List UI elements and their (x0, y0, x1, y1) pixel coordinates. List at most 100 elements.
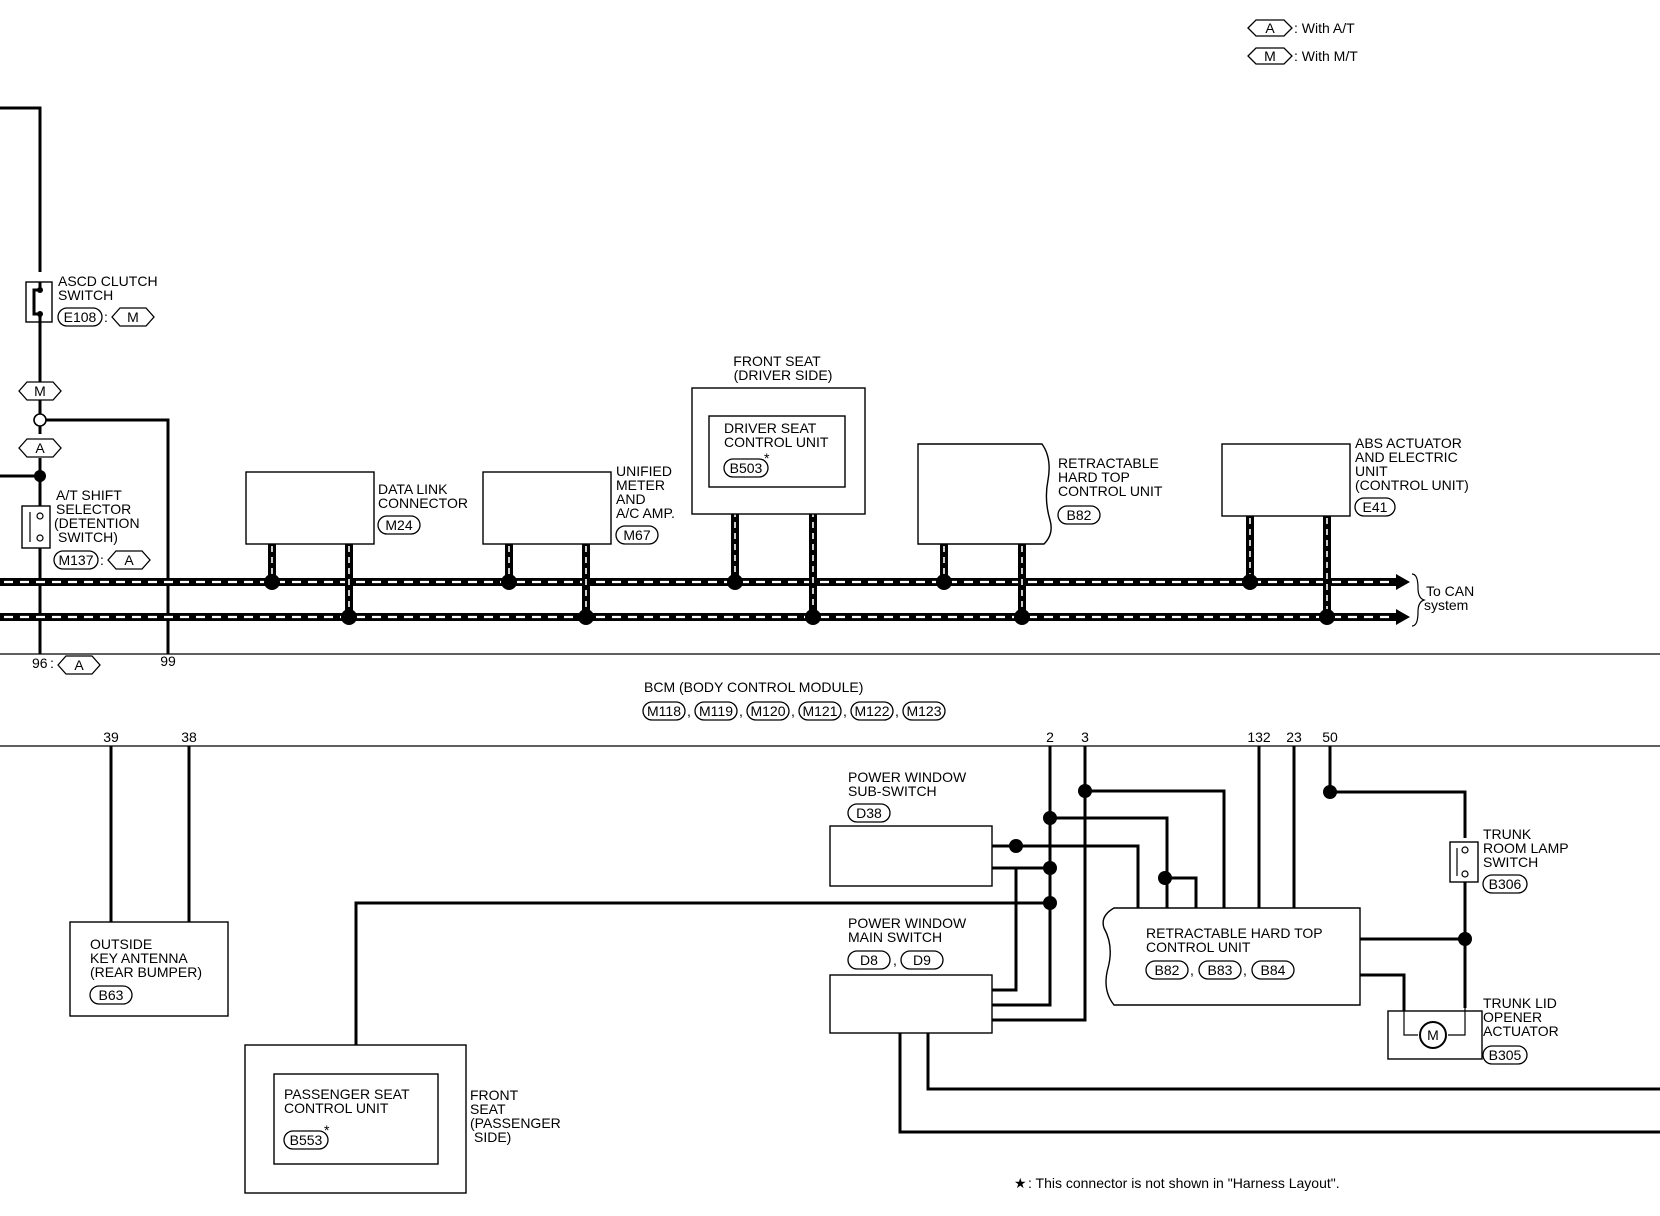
retractable-top-upper: RETRACTABLE HARD TOP CONTROL UNIT B82 (917, 443, 1163, 545)
trunk-lid-line1: TRUNK LID (1483, 995, 1557, 1011)
bcm-title: BCM (BODY CONTROL MODULE) (644, 679, 863, 695)
retractable-upper-line1: RETRACTABLE (1058, 455, 1159, 471)
footnote-text: : This connector is not shown in "Harnes… (1028, 1175, 1340, 1191)
junction-badge-a: A (35, 440, 45, 456)
key-antenna-line3: (REAR BUMPER) (90, 964, 202, 980)
at-selector-line1: A/T SHIFT (56, 487, 122, 503)
trunk-lid-connector: B305 (1489, 1047, 1522, 1063)
bcm-sep-5: , (895, 703, 899, 719)
bcm-sep-1: , (687, 703, 691, 719)
footnote: ★ : This connector is not shown in "Harn… (1014, 1175, 1340, 1191)
passenger-seat-unit1: PASSENGER SEAT (284, 1086, 410, 1102)
at-selector-badge: A (124, 552, 134, 568)
bcm-pin-39: 39 (103, 729, 119, 745)
bcm-connector-1: M118 (647, 703, 681, 719)
bcm-connector-5: M122 (854, 703, 889, 719)
bcm-sep-3: , (791, 703, 795, 719)
driver-seat-star: * (764, 450, 770, 466)
trunk-lamp-line2: ROOM LAMP (1483, 840, 1569, 856)
bcm-pin-23: 23 (1286, 729, 1302, 745)
passenger-seat-unit2: CONTROL UNIT (284, 1100, 389, 1116)
bcm-pin-2: 2 (1046, 729, 1054, 745)
motor-symbol: M (1427, 1027, 1439, 1043)
trunk-lamp-line3: SWITCH (1483, 854, 1538, 870)
at-selector-colon: : (100, 552, 104, 568)
retractable-lower-line2: CONTROL UNIT (1146, 939, 1251, 955)
bcm-block: 96 : A 99 BCM (BODY CONTROL MODULE) M118… (0, 653, 1660, 747)
unified-meter-line4: A/C AMP. (616, 505, 675, 521)
at-selector-line4: SWITCH) (58, 529, 118, 545)
lower-wiring (109, 746, 1660, 1134)
bcm-connector-3: M120 (750, 703, 785, 719)
retractable-lower-connector-3: B84 (1261, 962, 1286, 978)
legend-mt-text: : With M/T (1294, 48, 1358, 64)
pw-main-line1: POWER WINDOW (848, 915, 967, 931)
front-seat-driver-title2: (DRIVER SIDE) (734, 367, 833, 383)
front-seat-driver-title1: FRONT SEAT (733, 353, 821, 369)
outside-key-antenna: OUTSIDE KEY ANTENNA (REAR BUMPER) B63 (69, 921, 229, 1017)
at-selector-line2: SELECTOR (56, 501, 131, 517)
at-shift-selector: A/T SHIFT SELECTOR (DETENTION SWITCH) M1… (21, 487, 151, 570)
legend-at-text: : With A/T (1294, 20, 1355, 36)
legend: A : With A/T M : With M/T (1247, 19, 1358, 65)
unified-meter-line3: AND (616, 491, 646, 507)
data-link-connector-id: M24 (385, 517, 412, 533)
bcm-pin-99: 99 (160, 653, 176, 669)
can-bus: To CAN system (0, 573, 1474, 627)
retractable-top-lower: RETRACTABLE HARD TOP CONTROL UNIT B82 , … (1102, 907, 1361, 1006)
ascd-colon: : (104, 309, 108, 325)
ascd-connector: E108 (64, 309, 97, 325)
ascd-badge: M (127, 309, 139, 325)
retractable-lower-sep-1: , (1190, 962, 1194, 978)
passenger-side-line4: SIDE) (474, 1129, 511, 1145)
unified-meter-line2: METER (616, 477, 665, 493)
data-link-line1: DATA LINK (378, 481, 448, 497)
at-selector-connector: M137 (58, 552, 93, 568)
data-link-connector: DATA LINK CONNECTOR M24 (245, 471, 468, 545)
power-window-main-switch: POWER WINDOW MAIN SWITCH D8 , D9 (829, 915, 993, 1034)
retractable-lower-connector-1: B82 (1155, 962, 1180, 978)
bcm-pin-38: 38 (181, 729, 197, 745)
trunk-lamp-line1: TRUNK (1483, 826, 1532, 842)
retractable-upper-connector: B82 (1067, 507, 1092, 523)
legend-mt-badge: M (1264, 48, 1276, 64)
abs-line2: AND ELECTRIC (1355, 449, 1458, 465)
passenger-side-line2: SEAT (470, 1101, 506, 1117)
ascd-clutch-switch: ASCD CLUTCH SWITCH E108 : M (25, 273, 158, 327)
passenger-side-line3: (PASSENGER (470, 1115, 561, 1131)
data-link-line2: CONNECTOR (378, 495, 468, 511)
bcm-pin-132: 132 (1247, 729, 1271, 745)
retractable-upper-line3: CONTROL UNIT (1058, 483, 1163, 499)
bcm-sep-2: , (739, 703, 743, 719)
key-antenna-line2: KEY ANTENNA (90, 950, 188, 966)
pw-main-sep: , (893, 952, 897, 968)
bcm-connector-2: M119 (699, 703, 733, 719)
key-antenna-line1: OUTSIDE (90, 936, 152, 952)
front-seat-driver: FRONT SEAT (DRIVER SIDE) DRIVER SEAT CON… (691, 353, 866, 515)
unified-meter: UNIFIED METER AND A/C AMP. M67 (482, 463, 675, 545)
pw-sub-connector: D38 (856, 805, 882, 821)
footnote-star: ★ (1014, 1175, 1027, 1191)
legend-mt-badge-shape (1247, 47, 1293, 65)
ascd-label-line1: ASCD CLUTCH (58, 273, 158, 289)
abs-connector: E41 (1363, 499, 1388, 515)
bcm-connector-4: M121 (802, 703, 837, 719)
bcm-pin-96-colon: : (50, 655, 54, 671)
front-seat-passenger: PASSENGER SEAT CONTROL UNIT B553 * FRONT… (244, 1044, 561, 1194)
pw-main-connector-1: D8 (860, 952, 878, 968)
bcm-connector-6: M123 (906, 703, 941, 719)
trunk-lamp-connector: B306 (1489, 876, 1522, 892)
bcm-pin-96-badge: A (74, 657, 84, 673)
pw-sub-line2: SUB-SWITCH (848, 783, 937, 799)
legend-at-badge-shape (1247, 19, 1293, 37)
bcm-pin-50: 50 (1322, 729, 1338, 745)
driver-seat-unit1: DRIVER SEAT (724, 420, 817, 436)
abs-line3: UNIT (1355, 463, 1388, 479)
power-window-sub-switch: POWER WINDOW SUB-SWITCH D38 (829, 769, 993, 887)
retractable-upper-line2: HARD TOP (1058, 469, 1130, 485)
left-wiring (0, 106, 170, 654)
key-antenna-connector: B63 (99, 987, 124, 1003)
trunk-room-lamp-switch: TRUNK ROOM LAMP SWITCH B306 (1449, 826, 1569, 894)
abs-actuator: ABS ACTUATOR AND ELECTRIC UNIT (CONTROL … (1221, 435, 1469, 517)
